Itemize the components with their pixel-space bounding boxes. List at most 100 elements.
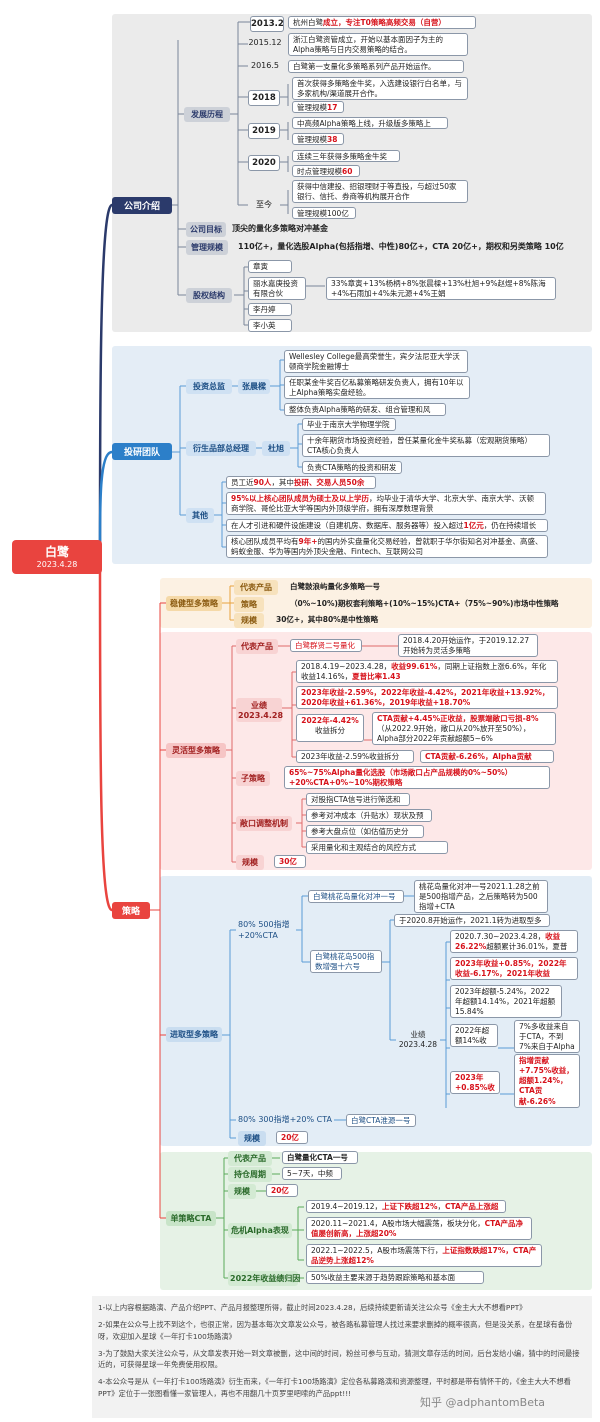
stable-v0: 白鹭鼓浪屿量化多策略一号 xyxy=(290,582,380,591)
enh-perf-3: 2023年超额-5.24%，2022年超额14.14%，2021年超额15.84… xyxy=(450,985,562,1018)
flex-perf-label: 业绩 2023.4.28 xyxy=(236,698,284,722)
history-2019-b: 管理规模38亿 xyxy=(292,133,344,145)
flex-adj-k: 敞口调整机制 xyxy=(236,816,292,831)
flex-product-k: 代表产品 xyxy=(236,639,278,654)
branch-team[interactable]: 投研团队 xyxy=(112,443,172,460)
root-title: 白鹭 xyxy=(44,545,69,559)
enh-mix2: 80% 300指增+20% CTA xyxy=(238,1115,332,1124)
flex-product-note: 2018.4.20开始运作，于2019.12.27开始转为灵活多策略 xyxy=(398,634,538,657)
year-2013: 2013.2 xyxy=(250,16,284,32)
enh-label[interactable]: 进取型多策略 xyxy=(166,1027,222,1042)
flex-sub-k: 子策略 xyxy=(236,771,270,786)
other-4: 核心团队成员平均有9年+的国内外实盘量化交易经验，曾就职于华尔街知名对冲基金、高… xyxy=(226,535,548,558)
other-2: 95%以上核心团队成员为硕士及以上学历，均毕业于清华大学、北京大学、南京大学、沃… xyxy=(226,492,546,515)
cta-product: 白鹭量化CTA一号 xyxy=(282,1151,358,1164)
flex-adj-4: 采用量化和主观结合的风控方式 xyxy=(306,841,448,854)
footer-notes: 1-以上内容根据路演、产品介绍PPT、产品月报整理所得，截止时间2023.4.2… xyxy=(92,1296,592,1418)
enh-perf-label-text: 业绩 xyxy=(410,1030,426,1039)
deriv-label[interactable]: 衍生品部总经理 xyxy=(186,441,256,456)
history-label[interactable]: 发展历程 xyxy=(184,107,230,122)
flex-label[interactable]: 灵活型多策略 xyxy=(166,743,226,758)
invest-head-name[interactable]: 张晨樑 xyxy=(238,379,270,394)
branch-company[interactable]: 公司介绍 xyxy=(112,197,172,214)
root-date: 2023.4.28 xyxy=(36,560,78,569)
history-2019-a: 中高频Alpha策略上线，升级版多策略上线。 xyxy=(292,117,448,129)
enh-scale-k: 规模 xyxy=(238,1131,266,1146)
flex-perf-date: 2023.4.28 xyxy=(238,711,284,720)
enh-2022-detail: 7%多收益来自于CTA，不到7%来自于Alpha超额 xyxy=(514,1020,580,1053)
year-2018: 2018 xyxy=(248,90,280,106)
cta-crisis-2: 2020.11~2021.4，A股市场大幅震荡，板块分化，CTA产品净值屡创新高… xyxy=(306,1217,532,1240)
deriv-3: 负责CTA策略的投资和研发 xyxy=(302,461,402,474)
invest-head-2: 任职某金牛奖百亿私募策略研发负责人，拥有10年以上Alpha策略实盘经验。 xyxy=(284,376,470,399)
deriv-1: 毕业于南京大学物理学院 xyxy=(302,418,396,431)
invest-head-label[interactable]: 投资总监 xyxy=(186,379,232,394)
stable-v2: 30亿+，其中80%是中性策略 xyxy=(276,615,379,624)
history-2013: 杭州白鹭成立，专注T0策略高频交易（自营） xyxy=(288,16,476,29)
flex-2022-detail: CTA贡献+4.45%正收益，股票端敞口亏损-8%（从2022.9开始，敞口从2… xyxy=(372,712,556,745)
invest-head-3: 整体负责Alpha策略的研发、组合管理和风控。 xyxy=(284,403,446,416)
equity-label[interactable]: 股权结构 xyxy=(186,288,232,303)
flex-product: 白鹭群贤二号量化多策略 xyxy=(290,639,362,652)
root-node[interactable]: 白鹭 2023.4.28 xyxy=(12,540,102,574)
stable-k1: 策略 xyxy=(234,597,264,612)
footer-note-4: 4-本公众号是从《一年打卡100场路演》衍生而来，《一年打卡100场路演》定位各… xyxy=(98,1377,571,1398)
equity-2-detail: 33%章寅+13%杨柄+8%张晨樑+13%杜旭+9%赵煜+8%陈海+4%石雨加+… xyxy=(326,277,556,300)
flex-adj-3: 参考大盘点位（如估值历史分位） xyxy=(306,825,424,838)
history-2018-b: 管理规模17亿 xyxy=(292,101,344,113)
history-now-b: 管理规模100亿+ xyxy=(292,207,356,219)
stable-k0: 代表产品 xyxy=(234,580,278,595)
year-2019: 2019 xyxy=(248,123,280,139)
cta-hold: 5~7天，中频 xyxy=(282,1167,342,1180)
flex-perf-1: 2018.4.19~2023.4.28，收益99.61%，同期上证指数上涨6.6… xyxy=(296,660,558,683)
flex-sub: 65%~75%Alpha量化选股（市场敞口占产品规模的0%~50%）+20%CT… xyxy=(284,766,550,789)
stable-v1: （0%~10%)期权套利策略+(10%~15%)CTA+（75%~90%)市场中… xyxy=(290,599,559,608)
enh-p2-note: 于2020.8开始运作，2021.1转为进取型多策略 xyxy=(394,914,550,927)
year-now: 至今 xyxy=(256,200,272,209)
invest-head-1: Wellesley College最高荣誉生，宾夕法尼亚大学沃顿商学院金融博士 xyxy=(284,350,468,373)
stable-k2: 规模 xyxy=(234,613,264,628)
enh-2023-detail: 指增贡献+7.75%收益，超额1.24%，CTA贡献-6.26% xyxy=(514,1054,580,1108)
enh-2022: 2022年超额14%收益拆分 xyxy=(450,1024,498,1047)
branch-strategy[interactable]: 策略 xyxy=(112,902,150,919)
aum-text: 110亿+，量化选股Alpha(包括指增、中性)80亿+，CTA 20亿+，期权… xyxy=(238,242,564,251)
other-1: 员工近90人，其中投研、交易人员50余人 xyxy=(226,476,376,489)
flex-2022-label: 2022年-4.42% xyxy=(301,716,359,725)
enh-perf-label: 业绩 2023.4.28 xyxy=(396,1030,440,1050)
footer-note-2: 2-如果在公众号上找不到这个，也很正常，因为基本每次文章发公众号，被各路私募管理… xyxy=(98,1320,573,1341)
enh-perf-date: 2023.4.28 xyxy=(398,1040,438,1050)
enh-2023: 2023年+0.85%收益拆分 xyxy=(450,1071,500,1094)
equity-2: 丽水嘉庚投资有限合伙 36% xyxy=(248,277,306,300)
history-2018-a: 首次获得多策略金牛奖，入选建设银行白名单，与多家机构/渠道展开合作。 xyxy=(292,77,468,100)
footer-note-1: 1-以上内容根据路演、产品介绍PPT、产品月报整理所得，截止时间2023.4.2… xyxy=(98,1303,527,1312)
cta-scale-k: 规模 xyxy=(228,1184,256,1199)
flex-perf-label-text: 业绩 xyxy=(251,701,267,710)
cta-crisis-1: 2019.4~2019.12，上证下跌超12%，CTA产品上涨超6% xyxy=(306,1200,506,1213)
deriv-name[interactable]: 杜旭 xyxy=(262,441,290,456)
enh-perf-2: 2023年收益+0.85%，2022年收益-6.17%，2021年收益31.43… xyxy=(450,957,578,980)
other-label[interactable]: 其他 xyxy=(186,508,214,523)
other-3: 在人才引进和硬件设施建设（自建机房、数据库、服务器等）投入超过1亿元，仍在持续增… xyxy=(226,519,548,532)
history-2020-a: 连续三年获得多策略金牛奖 xyxy=(292,150,400,162)
cta-y22: 50%收益主要来源于趋势跟踪策略和基本面 xyxy=(306,1271,484,1284)
cta-hold-k: 持仓周期 xyxy=(228,1167,272,1182)
enh-perf-1: 2020.7.30~2023.4.28，收益26.22%超额累计36.01%，夏… xyxy=(450,930,578,953)
history-2015: 浙江白鹭资管成立，开始以基本面因子为主的Alpha策略与日内交易策略的结合。 xyxy=(288,33,468,56)
cta-label[interactable]: 单策略CTA xyxy=(166,1211,216,1226)
cta-scale: 20亿+ xyxy=(266,1184,298,1197)
stable-label[interactable]: 稳健型多策略 xyxy=(166,596,222,611)
enh-mix1: 80% 500指增+20%CTA xyxy=(238,920,290,940)
flex-2023: 2023年收益-2.59%收益拆分 xyxy=(296,750,414,763)
equity-4: 李小英 3% xyxy=(248,319,292,332)
goal-text: 顶尖的量化多策略对冲基金 xyxy=(232,224,328,233)
cta-y22-k: 2022年收益绩归因 xyxy=(228,1271,300,1286)
cta-crisis-3: 2022.1~2022.5，A股市场震荡下行，上证指数跌超17%，CTA产品逆势… xyxy=(306,1244,542,1267)
aum-label[interactable]: 管理规模 xyxy=(186,240,228,255)
enh-p1-note: 桃花岛量化对冲一号2021.1.28之前是500指增产品，之后策略转为500指增… xyxy=(414,880,548,913)
history-now-a: 获得中信建投、招银理财于等直投，与超过50家银行、信托、券商等机构展开合作 xyxy=(292,180,468,203)
equity-3: 李丹婷 10% xyxy=(248,303,292,316)
goal-label[interactable]: 公司目标 xyxy=(186,222,226,237)
enh-scale: 20亿+ xyxy=(276,1131,308,1144)
history-2020-b: 时点管理规模60亿 xyxy=(292,165,360,177)
